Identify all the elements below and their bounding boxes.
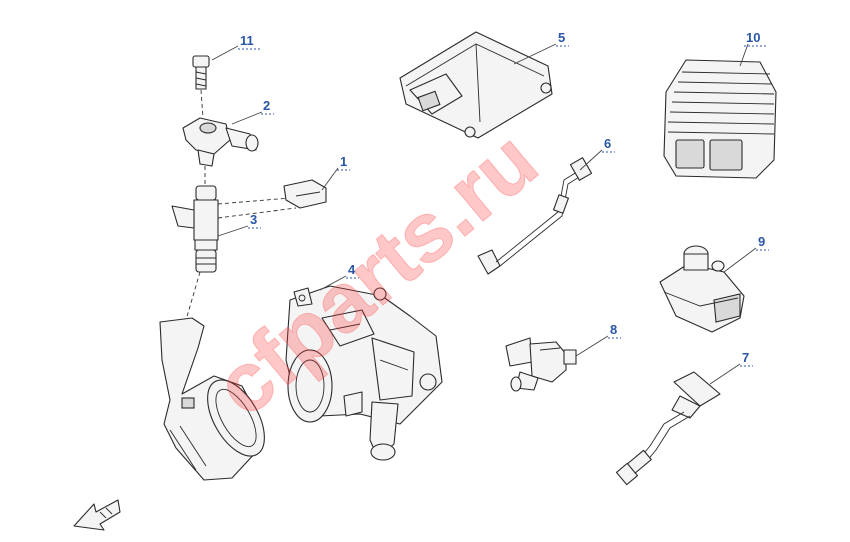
svg-text:1: 1: [340, 154, 347, 169]
direction-arrow-icon: [73, 499, 121, 531]
part-6-sensor-harness: [477, 157, 593, 275]
part-3-injector: [171, 185, 219, 273]
callout-8: 8: [608, 322, 621, 339]
part-11-bolt: [192, 55, 210, 90]
svg-text:10: 10: [746, 30, 760, 45]
intake-manifold: [159, 317, 265, 481]
svg-text:5: 5: [558, 30, 565, 45]
svg-text:7: 7: [742, 350, 749, 365]
part-9-map-sensor: [659, 245, 745, 333]
svg-text:4: 4: [348, 262, 356, 277]
callout-5: 5: [556, 30, 569, 47]
part-8-pressure-sensor: [505, 337, 577, 392]
svg-text:8: 8: [610, 322, 617, 337]
part-1-clip: [283, 179, 327, 209]
part-4-throttle-body: [285, 285, 443, 461]
svg-text:11: 11: [240, 33, 254, 48]
callouts: 11 2 1 3 4 5 10 6: [238, 30, 769, 367]
callout-11: 11: [238, 33, 260, 50]
callout-3: 3: [248, 212, 261, 229]
leader-lines: [211, 43, 757, 385]
svg-text:6: 6: [604, 136, 611, 151]
part-10-regulator: [663, 59, 777, 179]
callout-2: 2: [261, 98, 274, 115]
callout-9: 9: [756, 234, 769, 251]
callout-6: 6: [602, 136, 615, 153]
callout-4: 4: [346, 262, 359, 279]
svg-text:2: 2: [263, 98, 270, 113]
part-2-fuel-connector: [182, 117, 259, 167]
svg-text:3: 3: [250, 212, 257, 227]
part-7-o2-sensor: [615, 371, 721, 486]
part-5-ecu: [399, 31, 553, 139]
callout-7: 7: [740, 350, 753, 367]
callout-10: 10: [744, 30, 766, 47]
svg-text:9: 9: [758, 234, 765, 249]
callout-1: 1: [337, 154, 350, 171]
